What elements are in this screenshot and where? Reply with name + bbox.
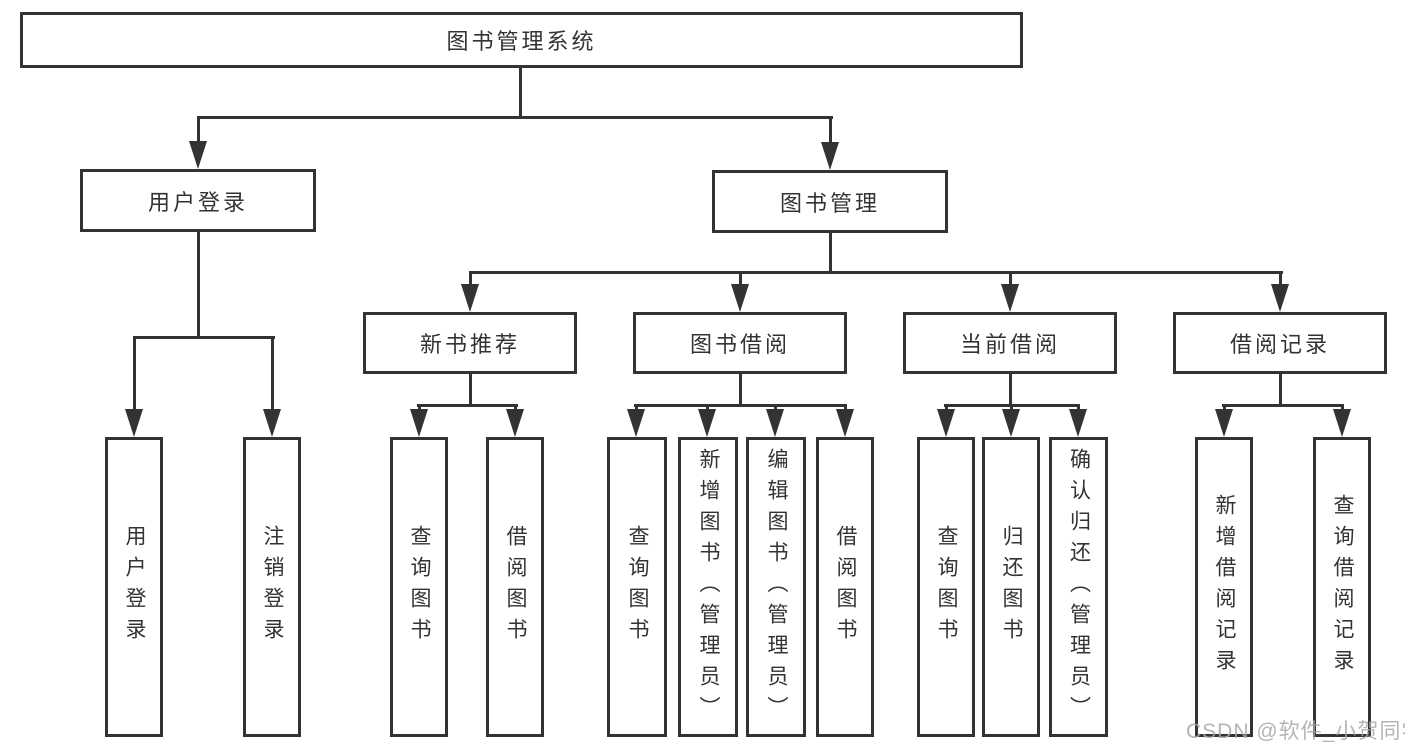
node-label: 借阅记录 bbox=[1229, 332, 1330, 357]
connector-shaft bbox=[635, 404, 638, 412]
node-label: 查询图书 bbox=[626, 525, 649, 649]
arrowhead-icon bbox=[461, 284, 479, 312]
node-query-books-borrowing: 查询图书 bbox=[607, 437, 667, 737]
arrowhead-icon bbox=[1069, 409, 1087, 437]
arrowhead-icon bbox=[1333, 409, 1351, 437]
connector-shaft bbox=[844, 404, 847, 412]
connector-hline bbox=[417, 404, 518, 407]
node-label: 新增图书（管理员） bbox=[697, 447, 720, 727]
node-borrowing-records: 借阅记录 bbox=[1173, 312, 1387, 374]
arrowhead-icon bbox=[506, 409, 524, 437]
arrowhead-icon bbox=[627, 409, 645, 437]
connector-shaft bbox=[1077, 404, 1080, 412]
node-book-management: 图书管理 bbox=[712, 170, 948, 233]
connector-shaft bbox=[1223, 404, 1226, 412]
connector-stub bbox=[739, 372, 742, 407]
node-label: 查询借阅记录 bbox=[1331, 494, 1354, 680]
connector-shaft bbox=[133, 336, 136, 411]
node-borrow-books-borrowing: 借阅图书 bbox=[816, 437, 874, 737]
connector-hline bbox=[1222, 404, 1344, 407]
connector-hline bbox=[634, 404, 847, 407]
connector-shaft bbox=[1009, 271, 1012, 286]
node-library-management-system: 图书管理系统 bbox=[20, 12, 1023, 68]
connector-shaft bbox=[945, 404, 948, 412]
node-logout: 注销登录 bbox=[243, 437, 301, 737]
node-book-borrowing: 图书借阅 bbox=[633, 312, 847, 374]
connector-userlogin-stub bbox=[197, 230, 200, 337]
arrowhead-icon bbox=[698, 409, 716, 437]
connector-shaft bbox=[706, 404, 709, 412]
connector-shaft bbox=[197, 116, 200, 143]
node-label: 图书管理系统 bbox=[446, 29, 597, 54]
node-user-login: 用户登录 bbox=[80, 169, 316, 232]
connector-stub bbox=[469, 372, 472, 407]
node-label: 当前借阅 bbox=[959, 332, 1060, 357]
node-label: 查询图书 bbox=[408, 525, 431, 649]
node-label: 注销登录 bbox=[261, 525, 284, 649]
node-label: 归还图书 bbox=[1000, 525, 1023, 649]
node-borrow-books-recommend: 借阅图书 bbox=[486, 437, 544, 737]
arrowhead-icon bbox=[1001, 284, 1019, 312]
arrowhead-icon bbox=[766, 409, 784, 437]
node-query-borrow-record: 查询借阅记录 bbox=[1313, 437, 1371, 737]
arrowhead-icon bbox=[821, 142, 839, 170]
connector-bookmgmt-hline bbox=[469, 271, 1283, 274]
connector-stub bbox=[1279, 372, 1282, 407]
node-return-books: 归还图书 bbox=[982, 437, 1040, 737]
connector-shaft bbox=[1341, 404, 1344, 412]
node-user-login-leaf: 用户登录 bbox=[105, 437, 163, 737]
node-query-books-current: 查询图书 bbox=[917, 437, 975, 737]
arrowhead-icon bbox=[263, 409, 281, 437]
arrowhead-icon bbox=[937, 409, 955, 437]
arrowhead-icon bbox=[836, 409, 854, 437]
connector-shaft bbox=[739, 271, 742, 286]
node-current-borrowing: 当前借阅 bbox=[903, 312, 1117, 374]
connector-shaft bbox=[829, 116, 832, 144]
node-label: 图书借阅 bbox=[689, 332, 790, 357]
arrowhead-icon bbox=[1215, 409, 1233, 437]
node-label: 新书推荐 bbox=[419, 332, 520, 357]
connector-shaft bbox=[418, 404, 421, 412]
node-query-books-recommend: 查询图书 bbox=[390, 437, 448, 737]
connector-stub bbox=[1009, 372, 1012, 407]
arrowhead-icon bbox=[1002, 409, 1020, 437]
connector-shaft bbox=[271, 336, 274, 411]
connector-shaft bbox=[469, 271, 472, 286]
csdn-watermark: CSDN @软件_小贺同学 bbox=[1186, 720, 1405, 743]
node-label: 用户登录 bbox=[123, 525, 146, 649]
node-label: 图书管理 bbox=[779, 190, 880, 216]
connector-shaft bbox=[1279, 271, 1282, 286]
arrowhead-icon bbox=[125, 409, 143, 437]
node-label: 用户登录 bbox=[147, 189, 248, 215]
connector-shaft bbox=[774, 404, 777, 412]
node-add-book-admin: 新增图书（管理员） bbox=[678, 437, 738, 737]
arrowhead-icon bbox=[731, 284, 749, 312]
node-label: 借阅图书 bbox=[504, 525, 527, 649]
connector-root-stub bbox=[519, 66, 522, 119]
node-label: 编辑图书（管理员） bbox=[765, 447, 788, 727]
node-label: 借阅图书 bbox=[834, 525, 857, 649]
connector-root-hline bbox=[197, 116, 833, 119]
arrowhead-icon bbox=[189, 141, 207, 169]
node-add-borrow-record: 新增借阅记录 bbox=[1195, 437, 1253, 737]
node-confirm-return-admin: 确认归还（管理员） bbox=[1049, 437, 1108, 737]
connector-bookmgmt-stub bbox=[829, 231, 832, 273]
connector-shaft bbox=[1010, 404, 1013, 412]
connector-userlogin-hline bbox=[133, 336, 275, 339]
node-label: 新增借阅记录 bbox=[1213, 494, 1236, 680]
arrowhead-icon bbox=[1271, 284, 1289, 312]
node-new-book-recommendation: 新书推荐 bbox=[363, 312, 577, 374]
node-label: 查询图书 bbox=[935, 525, 958, 649]
arrowhead-icon bbox=[410, 409, 428, 437]
node-label: 确认归还（管理员） bbox=[1067, 447, 1091, 727]
node-edit-book-admin: 编辑图书（管理员） bbox=[746, 437, 806, 737]
connector-shaft bbox=[514, 404, 517, 412]
